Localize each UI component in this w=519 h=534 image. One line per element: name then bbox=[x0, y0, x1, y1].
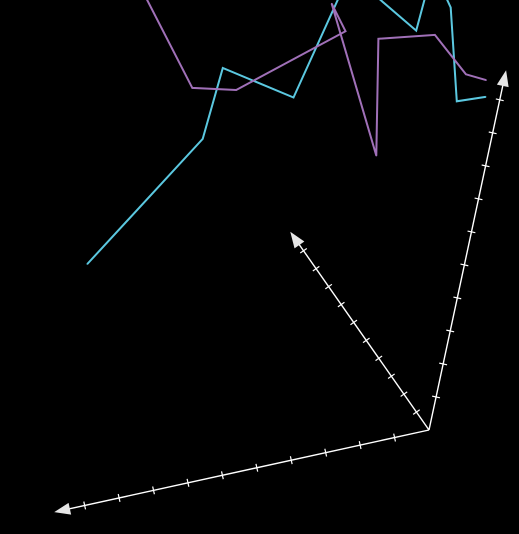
z-axis-tick bbox=[474, 197, 483, 201]
y-axis-tick bbox=[362, 337, 370, 344]
x-axis-tick bbox=[393, 433, 397, 442]
series-1-line bbox=[86, 0, 486, 265]
series-2-point bbox=[344, 30, 347, 32]
z-axis-line bbox=[428, 79, 505, 431]
x-axis-tick bbox=[186, 478, 190, 487]
series-2-point bbox=[375, 154, 378, 157]
y-axis-tick bbox=[350, 319, 358, 326]
z-axis-tick bbox=[439, 362, 448, 366]
axes-layer bbox=[54, 70, 509, 515]
x-axis-line bbox=[63, 429, 430, 511]
series-2-point bbox=[485, 79, 487, 81]
y-axis-tick bbox=[312, 265, 320, 272]
series-layer bbox=[86, 0, 487, 265]
z-axis-tick bbox=[453, 296, 462, 300]
series-2-line bbox=[146, 0, 487, 156]
x-axis-tick bbox=[324, 448, 328, 457]
y-axis-tick bbox=[375, 355, 383, 362]
series-2-point bbox=[434, 34, 436, 36]
series-2-point bbox=[191, 87, 194, 89]
y-axis-tick bbox=[400, 391, 408, 397]
y-axis-arrow bbox=[290, 231, 305, 249]
series-1-point bbox=[456, 100, 458, 103]
z-axis-tick bbox=[488, 131, 497, 135]
series-2-point bbox=[330, 2, 333, 5]
x-axis-arrow bbox=[54, 502, 72, 515]
z-axis-tick bbox=[467, 230, 476, 234]
x-axis-tick bbox=[117, 493, 121, 502]
z-axis-tick bbox=[481, 164, 490, 168]
y-axis-tick bbox=[325, 283, 333, 290]
y-axis-tick bbox=[387, 373, 395, 380]
series-1-point bbox=[292, 96, 295, 99]
z-axis-tick bbox=[495, 98, 504, 102]
x-axis-tick bbox=[220, 471, 224, 480]
series-1-point bbox=[484, 96, 487, 98]
z-axis-tick bbox=[446, 329, 455, 333]
y-axis-tick bbox=[299, 247, 308, 254]
x-axis-tick bbox=[83, 501, 87, 510]
z-axis-tick bbox=[460, 263, 469, 267]
y-axis-line bbox=[295, 239, 430, 431]
x-axis-tick bbox=[289, 456, 293, 465]
y-axis-tick bbox=[337, 301, 345, 308]
series-2-point bbox=[465, 73, 467, 76]
series-1-point bbox=[449, 6, 452, 9]
z-axis-tick bbox=[432, 395, 441, 399]
series-1-point bbox=[222, 67, 224, 69]
x-axis-tick bbox=[152, 486, 155, 495]
z-axis-arrow bbox=[496, 70, 509, 88]
x-axis-tick bbox=[358, 441, 362, 450]
series-2-point bbox=[377, 38, 380, 40]
series-1-point bbox=[415, 29, 418, 32]
series-1-point bbox=[86, 263, 89, 265]
series-2-point bbox=[235, 89, 237, 91]
y-axis-tick bbox=[412, 409, 421, 415]
series-1-point bbox=[201, 138, 204, 140]
x-axis-tick bbox=[255, 463, 259, 472]
